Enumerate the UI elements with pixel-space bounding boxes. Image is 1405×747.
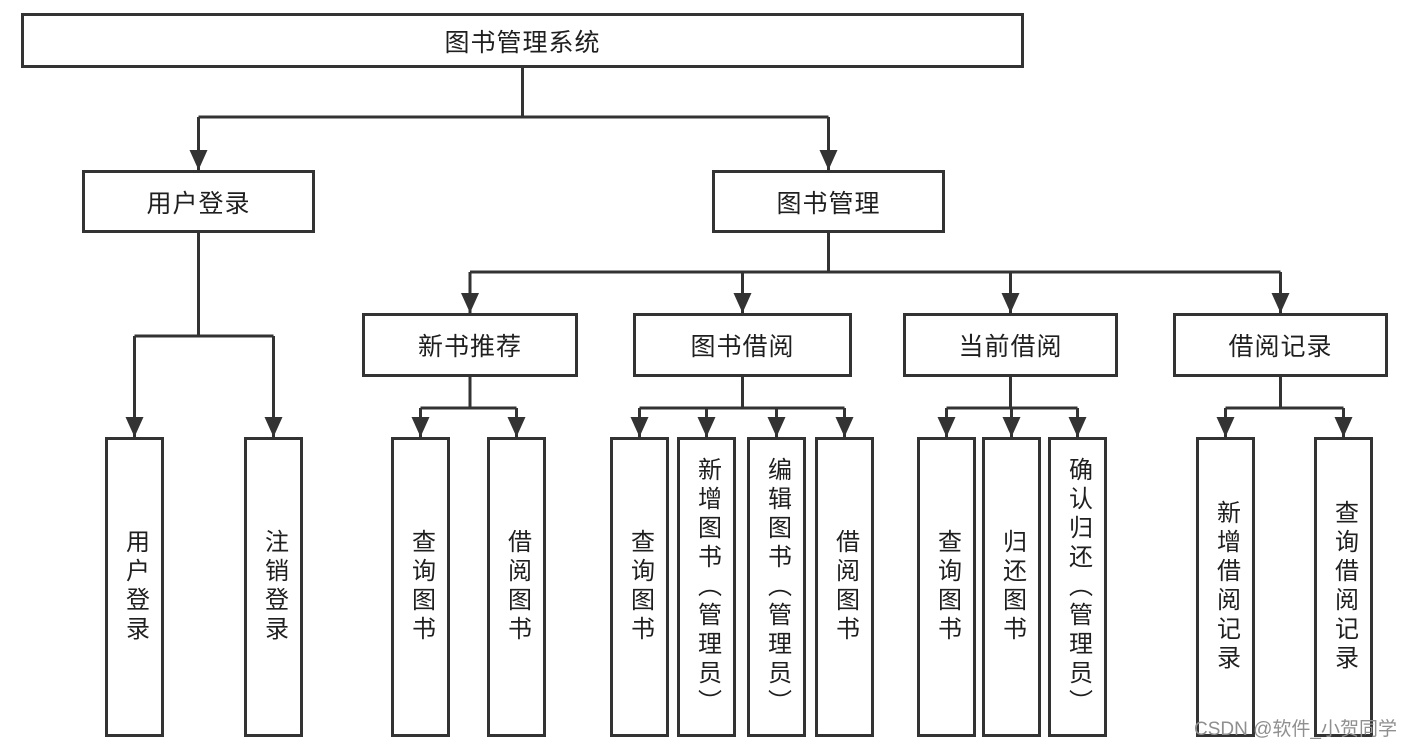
leaf-label: 归还图书 bbox=[998, 529, 1026, 645]
leaf-label: 注销登录 bbox=[260, 529, 288, 645]
leaf-label: 查询图书 bbox=[407, 529, 435, 645]
leaf-query-books-recommend: 查询图书 bbox=[391, 437, 450, 737]
node-user-login: 用户登录 bbox=[82, 170, 315, 233]
leaf-label: 查询借阅记录 bbox=[1330, 500, 1358, 674]
leaf-borrow-books-borrowing: 借阅图书 bbox=[815, 437, 874, 737]
connector-book-borrowing-children bbox=[630, 377, 854, 437]
node-borrowing-records: 借阅记录 bbox=[1173, 313, 1388, 377]
connector-root-to-level2 bbox=[189, 68, 838, 170]
node-root: 图书管理系统 bbox=[21, 13, 1024, 68]
leaf-label: 借阅图书 bbox=[503, 529, 531, 645]
node-book-management-label: 图书管理 bbox=[776, 189, 881, 218]
node-new-book-recommendation-label: 新书推荐 bbox=[417, 333, 522, 361]
leaf-label: 新增图书（管理员） bbox=[693, 456, 721, 718]
connector-borrowing-records-children bbox=[1216, 377, 1353, 437]
leaf-query-books-current: 查询图书 bbox=[917, 437, 976, 737]
leaf-query-borrow-record: 查询借阅记录 bbox=[1314, 437, 1373, 737]
leaf-logout: 注销登录 bbox=[244, 437, 303, 737]
node-root-label: 图书管理系统 bbox=[444, 28, 601, 57]
leaf-edit-books-admin: 编辑图书（管理员） bbox=[747, 437, 806, 737]
node-new-book-recommendation: 新书推荐 bbox=[362, 313, 578, 377]
leaf-label: 借阅图书 bbox=[831, 529, 859, 645]
leaf-return-books: 归还图书 bbox=[982, 437, 1041, 737]
leaf-confirm-return-admin: 确认归还（管理员） bbox=[1048, 437, 1107, 737]
node-current-borrowing: 当前借阅 bbox=[903, 313, 1118, 377]
leaf-query-books-borrowing: 查询图书 bbox=[610, 437, 669, 737]
leaf-add-borrow-record: 新增借阅记录 bbox=[1196, 437, 1255, 737]
leaf-label: 用户登录 bbox=[121, 529, 149, 645]
leaf-label: 查询图书 bbox=[626, 529, 654, 645]
node-book-borrowing: 图书借阅 bbox=[633, 313, 852, 377]
csdn-watermark: CSDN @软件_小贺同学 bbox=[1194, 719, 1397, 740]
leaf-borrow-books-recommend: 借阅图书 bbox=[487, 437, 546, 737]
leaf-label: 新增借阅记录 bbox=[1212, 500, 1240, 674]
node-book-management: 图书管理 bbox=[712, 170, 945, 233]
node-borrowing-records-label: 借阅记录 bbox=[1228, 333, 1333, 361]
connector-new-book-children bbox=[411, 377, 526, 437]
leaf-label: 查询图书 bbox=[933, 529, 961, 645]
node-book-borrowing-label: 图书借阅 bbox=[690, 333, 795, 361]
node-current-borrowing-label: 当前借阅 bbox=[958, 333, 1063, 361]
node-user-login-label: 用户登录 bbox=[146, 189, 251, 218]
connector-book-management-to-level3 bbox=[461, 233, 1290, 313]
leaf-user-login: 用户登录 bbox=[105, 437, 164, 737]
leaf-add-books-admin: 新增图书（管理员） bbox=[677, 437, 736, 737]
leaf-label: 编辑图书（管理员） bbox=[763, 456, 791, 718]
leaf-label: 确认归还（管理员） bbox=[1064, 456, 1092, 718]
connector-user-login-children bbox=[125, 233, 283, 437]
connector-current-borrowing-children bbox=[937, 377, 1087, 437]
